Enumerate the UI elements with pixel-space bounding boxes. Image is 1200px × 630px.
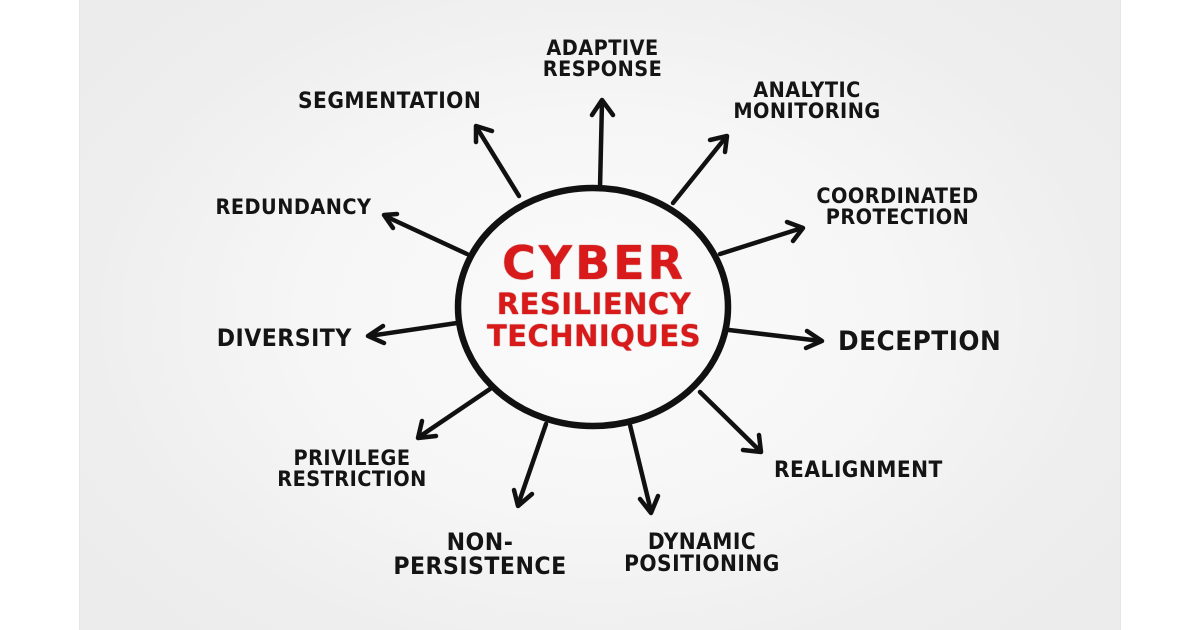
hub-title-line-2: RESILIENCY: [496, 287, 692, 321]
label-line: POSITIONING: [624, 552, 780, 577]
label-analytic-monitoring: ANALYTIC MONITORING: [720, 80, 895, 122]
label-line: REDUNDANCY: [215, 195, 371, 219]
label-line: COORDINATED: [816, 184, 979, 208]
hub-title-line-3: TECHNIQUES: [486, 319, 702, 353]
arrow-non-persistence: [511, 421, 549, 509]
label-diversity: DIVERSITY: [217, 326, 352, 350]
arrow-dynamic-positioning: [627, 422, 661, 516]
label-line: RESTRICTION: [277, 467, 427, 491]
arrow-deception: [726, 327, 825, 351]
label-line: SEGMENTATION: [298, 89, 482, 114]
label-line: DYNAMIC: [647, 530, 757, 555]
arrow-adaptive-response: [589, 97, 616, 191]
arrow-diversity: [365, 320, 460, 346]
label-non-persistence: NON- PERSISTENCE: [388, 530, 572, 578]
label-segmentation: SEGMENTATION: [298, 91, 481, 113]
label-line: REALIGNMENT: [774, 458, 943, 483]
label-line: PRIVILEGE: [293, 446, 411, 470]
arrow-analytic-monitoring: [670, 133, 730, 206]
label-line: PROTECTION: [825, 205, 970, 229]
arrow-privilege-restriction: [415, 386, 493, 441]
label-line: ANALYTIC: [753, 78, 861, 102]
label-adaptive-response: ADAPTIVE RESPONSE: [527, 38, 679, 80]
hub-title: CYBER RESILIENCY TECHNIQUES: [458, 240, 730, 351]
label-line: ADAPTIVE: [546, 36, 659, 60]
arrow-coordinated-protection: [717, 219, 806, 257]
label-coordinated-protection: COORDINATED PROTECTION: [808, 186, 987, 228]
arrow-segmentation: [473, 123, 522, 199]
label-line: DIVERSITY: [216, 324, 352, 352]
label-line: RESPONSE: [542, 57, 663, 81]
arrow-redundancy: [381, 211, 470, 257]
label-realignment: REALIGNMENT: [774, 460, 943, 482]
label-line: DECEPTION: [838, 326, 1002, 357]
label-dynamic-positioning: DYNAMIC POSITIONING: [610, 532, 794, 576]
label-redundancy: REDUNDANCY: [215, 197, 371, 218]
label-line: MONITORING: [733, 99, 881, 123]
label-line: NON-: [446, 528, 514, 556]
hub-circle: [454, 184, 732, 430]
label-line: PERSISTENCE: [393, 552, 567, 580]
arrow-realignment: [697, 389, 764, 455]
label-deception: DECEPTION: [838, 328, 1001, 355]
label-privilege-restriction: PRIVILEGE RESTRICTION: [269, 448, 435, 490]
hub-title-line-1: CYBER: [502, 236, 686, 290]
